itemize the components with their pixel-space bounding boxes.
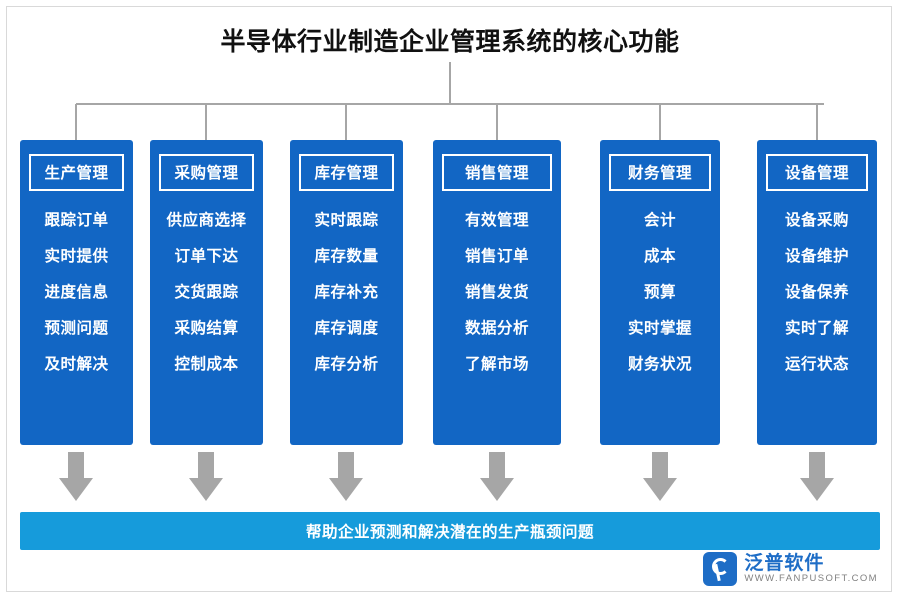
brand-logo: 泛普软件 WWW.FANPUSOFT.COM: [703, 552, 878, 586]
column-item: 订单下达: [174, 248, 239, 265]
column-header: 采购管理: [159, 154, 254, 191]
column-item: 供应商选择: [166, 212, 247, 229]
down-arrows: [0, 452, 900, 507]
column-item: 会计: [643, 212, 676, 229]
column-item: 及时解决: [44, 356, 109, 373]
column-item: 库存补充: [314, 284, 379, 301]
column-item: 设备维护: [784, 248, 849, 265]
column-header: 财务管理: [609, 154, 711, 191]
column-item: 运行状态: [784, 356, 849, 373]
column-purchasing[interactable]: 采购管理 供应商选择 订单下达 交货跟踪 采购结算 控制成本: [150, 140, 263, 445]
column-item: 控制成本: [174, 356, 239, 373]
column-item: 实时提供: [44, 248, 109, 265]
arrow-down-icon: [800, 452, 834, 502]
arrow-down-icon: [329, 452, 363, 502]
column-item: 实时掌握: [627, 320, 692, 337]
column-item: 销售发货: [464, 284, 529, 301]
column-header: 生产管理: [29, 154, 124, 191]
column-item: 交货跟踪: [174, 284, 239, 301]
column-item: 成本: [643, 248, 676, 265]
page-border: [6, 6, 892, 592]
column-item: 库存调度: [314, 320, 379, 337]
column-item: 跟踪订单: [44, 212, 109, 229]
column-item: 实时跟踪: [314, 212, 379, 229]
function-columns: 生产管理 跟踪订单 实时提供 进度信息 预测问题 及时解决 采购管理 供应商选择…: [0, 140, 900, 450]
logo-name: 泛普软件: [744, 553, 825, 575]
column-header: 销售管理: [442, 154, 552, 191]
column-finance[interactable]: 财务管理 会计 成本 预算 实时掌握 财务状况: [600, 140, 720, 445]
column-item: 销售订单: [464, 248, 529, 265]
column-item: 实时了解: [784, 320, 849, 337]
column-item: 数据分析: [464, 320, 529, 337]
column-sales[interactable]: 销售管理 有效管理 销售订单 销售发货 数据分析 了解市场: [433, 140, 561, 445]
column-item: 预算: [643, 284, 676, 301]
column-header: 库存管理: [299, 154, 394, 191]
page-title: 半导体行业制造企业管理系统的核心功能: [220, 28, 680, 56]
column-production[interactable]: 生产管理 跟踪订单 实时提供 进度信息 预测问题 及时解决: [20, 140, 133, 445]
logo-domain: WWW.FANPUSOFT.COM: [744, 572, 878, 584]
column-item: 有效管理: [464, 212, 529, 229]
column-equipment[interactable]: 设备管理 设备采购 设备维护 设备保养 实时了解 运行状态: [757, 140, 877, 445]
column-item: 设备保养: [784, 284, 849, 301]
column-item: 财务状况: [627, 356, 692, 373]
column-item: 库存数量: [314, 248, 379, 265]
column-item: 了解市场: [464, 356, 529, 373]
column-item: 预测问题: [44, 320, 109, 337]
arrow-down-icon: [480, 452, 514, 502]
arrow-down-icon: [189, 452, 223, 502]
arrow-down-icon: [643, 452, 677, 502]
column-item: 设备采购: [784, 212, 849, 229]
column-item: 采购结算: [174, 320, 239, 337]
arrow-down-icon: [59, 452, 93, 502]
column-header: 设备管理: [766, 154, 868, 191]
footer-banner: 帮助企业预测和解决潜在的生产瓶颈问题: [20, 512, 880, 550]
column-item: 库存分析: [314, 356, 379, 373]
column-item: 进度信息: [44, 284, 109, 301]
logo-mark-icon: [703, 552, 738, 586]
column-inventory[interactable]: 库存管理 实时跟踪 库存数量 库存补充 库存调度 库存分析: [290, 140, 403, 445]
